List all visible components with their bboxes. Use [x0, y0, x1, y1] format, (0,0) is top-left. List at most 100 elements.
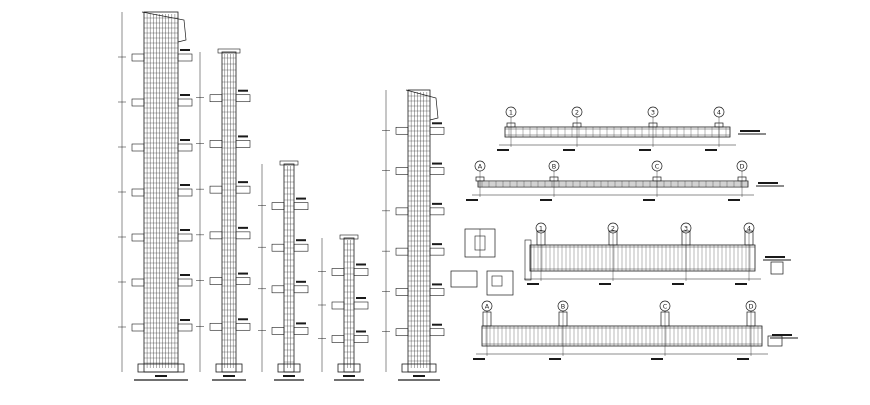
grid-marker-circle	[607, 222, 619, 234]
column-3	[258, 160, 309, 381]
level-tag	[238, 135, 248, 138]
beam-stub-left	[395, 247, 409, 256]
dimension-tag	[705, 149, 717, 151]
section-title-tag	[740, 130, 760, 132]
detail-box-3	[486, 270, 514, 296]
beam-stub-left	[271, 243, 285, 252]
grid-marker-circle	[481, 300, 493, 312]
beam-stub-left	[271, 202, 285, 210]
column-2	[196, 48, 251, 381]
detail-core	[491, 275, 503, 287]
level-tag	[432, 162, 442, 165]
dimension-tag	[540, 199, 552, 201]
level-tag	[296, 197, 306, 200]
section-details	[450, 228, 784, 347]
grid-marker-label: 3	[684, 225, 688, 233]
dimension-tag	[643, 199, 655, 201]
column-support	[648, 122, 658, 128]
level-tag	[180, 184, 190, 186]
grid-marker-label: D	[748, 303, 753, 311]
column-support	[506, 122, 516, 128]
level-tag	[238, 318, 248, 321]
dimension-tag	[527, 283, 539, 285]
grid-marker-circle	[713, 106, 725, 118]
column-support	[608, 230, 618, 246]
beam-stub-right	[177, 323, 193, 332]
grid-marker-circle	[680, 222, 692, 234]
section-title-tag	[772, 334, 792, 336]
beam-outline	[504, 126, 731, 138]
section-title-tag	[758, 182, 778, 184]
level-tag	[180, 319, 190, 321]
footing	[137, 363, 185, 373]
column-support	[482, 311, 492, 327]
level-tag	[238, 89, 248, 92]
grid-marker-label: 1	[539, 225, 543, 233]
column-support	[549, 176, 559, 182]
grid-marker-label: A	[478, 163, 483, 171]
beam-stub-left	[395, 126, 409, 135]
title-tag	[155, 375, 167, 377]
level-tag	[432, 122, 442, 125]
column-support	[660, 311, 670, 327]
beam-stub-left	[209, 231, 223, 240]
beam-stub-left	[331, 335, 345, 343]
grid-marker-circle	[557, 300, 569, 312]
column-support	[744, 230, 754, 246]
grid-marker-label: C	[663, 303, 668, 311]
column-1	[118, 11, 193, 381]
beam-stub-right	[235, 231, 251, 240]
beam-stub-right	[235, 94, 251, 103]
grid-marker-circle	[535, 222, 547, 234]
level-tag	[180, 94, 190, 96]
column-support	[714, 122, 724, 128]
dimension-tag	[599, 283, 611, 285]
beam-stub-left	[131, 53, 145, 62]
grid-marker-circle	[505, 106, 517, 118]
detail-box-6	[524, 239, 532, 281]
grid-marker-circle	[745, 300, 757, 312]
beam-outline	[529, 244, 756, 272]
level-tag	[432, 323, 442, 326]
beam-stub-right	[177, 188, 193, 197]
column-top-plate	[217, 48, 241, 54]
level-tag	[238, 226, 248, 229]
beam-stub-right	[293, 327, 309, 335]
level-tag	[432, 202, 442, 205]
beam-stub-right	[177, 233, 193, 242]
detail-box-4	[770, 261, 784, 275]
dimension-tag	[639, 149, 651, 151]
beam-stub-left	[331, 301, 345, 310]
beam-stub-right	[235, 322, 251, 331]
title-tag	[223, 375, 235, 377]
column-outline	[283, 163, 295, 373]
beam-stub-left	[209, 322, 223, 331]
dimension-tag	[563, 149, 575, 151]
level-tag	[180, 49, 190, 51]
beam-stub-left	[271, 327, 285, 335]
beam-stub-right	[353, 301, 369, 310]
detail-box-2	[450, 270, 478, 288]
grid-marker-label: 3	[651, 109, 655, 117]
column-cap	[405, 89, 439, 121]
beam-stub-left	[395, 207, 409, 216]
grid-marker-label: 4	[717, 109, 721, 117]
dimension-tag	[672, 283, 684, 285]
dimension-tag	[473, 358, 485, 360]
column-support	[475, 176, 485, 182]
beam-stub-right	[353, 268, 369, 276]
dimension-tag	[735, 283, 747, 285]
footing	[277, 363, 301, 373]
beam-stub-right	[429, 126, 445, 135]
grid-marker-circle	[651, 160, 663, 172]
grid-marker-circle	[743, 222, 755, 234]
column-support	[746, 311, 756, 327]
beam-stub-right	[429, 247, 445, 256]
beam-stub-left	[209, 277, 223, 285]
grid-marker-label: C	[655, 163, 660, 171]
